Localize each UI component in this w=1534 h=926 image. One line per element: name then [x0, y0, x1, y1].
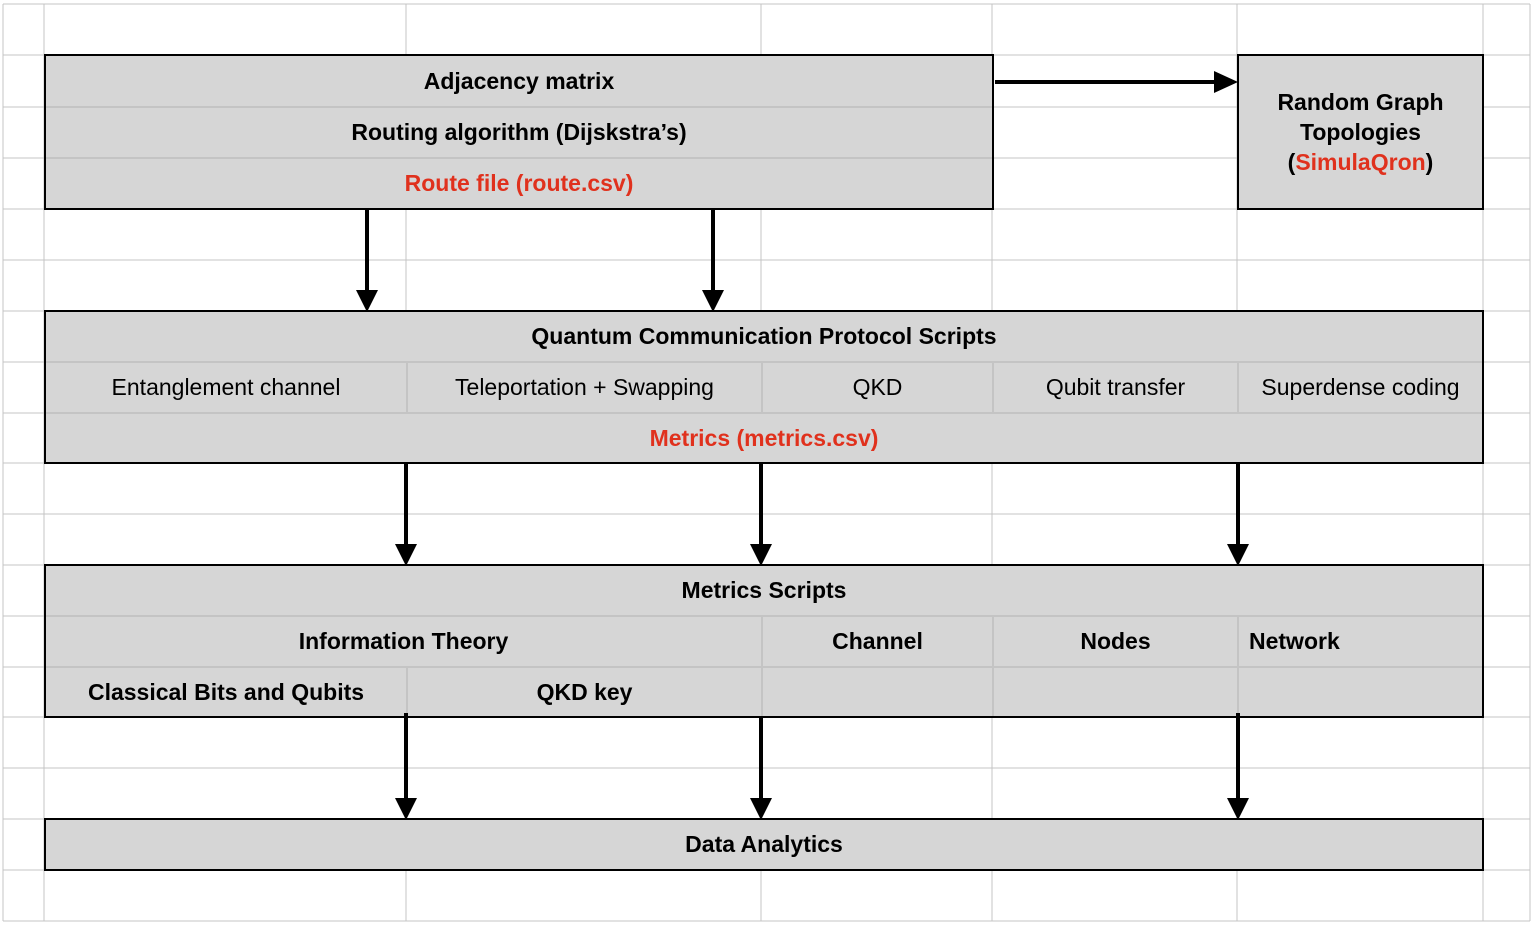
channel-cell: Channel	[762, 616, 993, 667]
simulaqron-label: SimulaQron	[1295, 149, 1426, 175]
close-paren: )	[1425, 149, 1434, 175]
empty-cell-network-row3	[1238, 667, 1483, 717]
random-graph-line1: Random Graph	[1277, 89, 1444, 115]
protocol-item-qkd: QKD	[762, 362, 993, 413]
route-file-cell: Route file (route.csv)	[45, 158, 993, 209]
metrics-scripts-title-cell: Metrics Scripts	[45, 565, 1483, 616]
protocol-item-teleportation: Teleportation + Swapping	[407, 362, 762, 413]
random-graph-line2: Topologies	[1300, 119, 1421, 145]
metrics-file-cell: Metrics (metrics.csv)	[45, 413, 1483, 463]
empty-cell-channel-row3	[762, 667, 993, 717]
nodes-cell: Nodes	[993, 616, 1238, 667]
classical-bits-cell: Classical Bits and Qubits	[45, 667, 407, 717]
protocol-title-cell: Quantum Communication Protocol Scripts	[45, 311, 1483, 362]
random-graph-cell: Random Graph Topologies (SimulaQron)	[1238, 55, 1483, 209]
data-analytics-cell: Data Analytics	[45, 819, 1483, 870]
adjacency-matrix-cell: Adjacency matrix	[45, 55, 993, 107]
network-cell: Network	[1238, 616, 1483, 667]
routing-algorithm-cell: Routing algorithm (Dijskstra’s)	[45, 107, 993, 158]
qkd-key-cell: QKD key	[407, 667, 762, 717]
protocol-item-superdense: Superdense coding	[1238, 362, 1483, 413]
random-graph-line3: (SimulaQron)	[1288, 147, 1434, 177]
protocol-item-entanglement: Entanglement channel	[45, 362, 407, 413]
protocol-item-qubit-transfer: Qubit transfer	[993, 362, 1238, 413]
empty-cell-nodes-row3	[993, 667, 1238, 717]
open-paren: (	[1287, 149, 1296, 175]
information-theory-cell: Information Theory	[45, 616, 762, 667]
